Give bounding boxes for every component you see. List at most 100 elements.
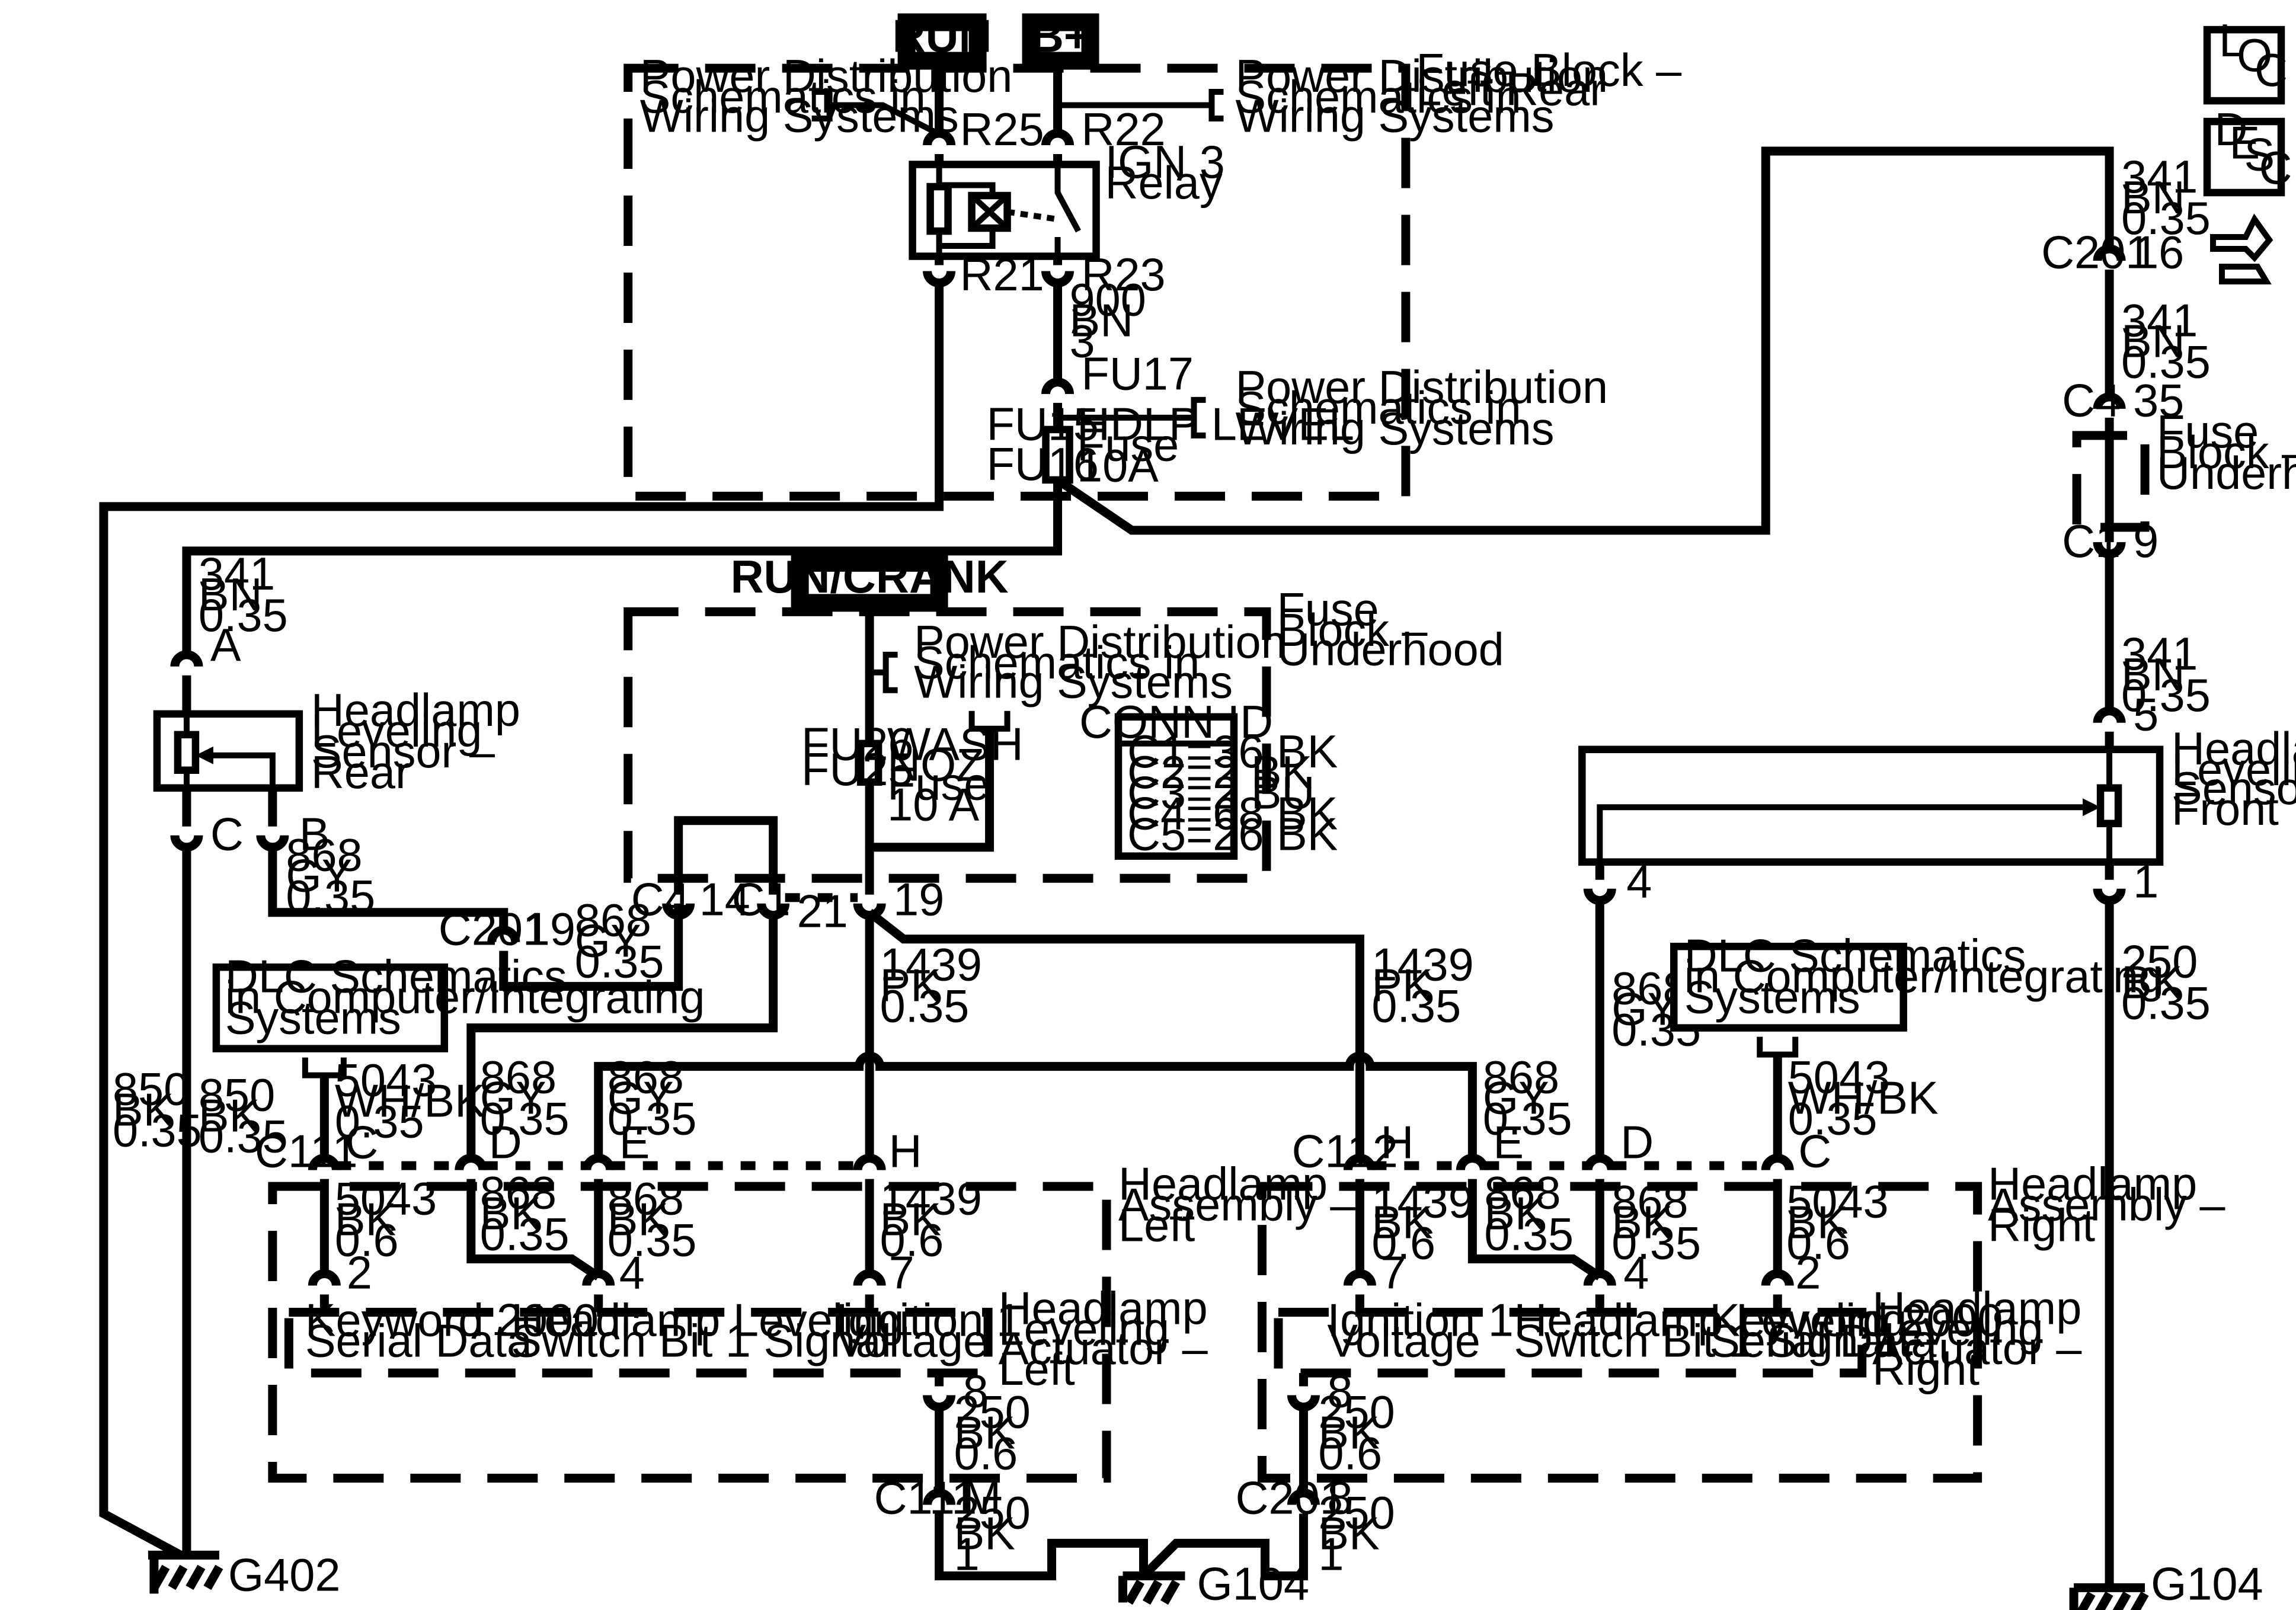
svg-text:0.35: 0.35 xyxy=(1483,1094,1572,1145)
svg-text:1439: 1439 xyxy=(880,1174,982,1225)
wire-341-mid-label: 341 BN 0.35 xyxy=(2121,295,2211,388)
c111-e-wire-label: 868 GY 0.35 xyxy=(607,1052,697,1145)
svg-text:850: 850 xyxy=(199,1070,275,1121)
svg-text:Right: Right xyxy=(1988,1201,2095,1251)
svg-text:0.35: 0.35 xyxy=(607,1215,697,1266)
svg-text:1439: 1439 xyxy=(880,940,982,991)
right-pin-4: 4 xyxy=(1623,1248,1649,1299)
svg-text:RUN: RUN xyxy=(893,11,992,62)
pin-9: 9 xyxy=(2133,516,2159,567)
right-pin-7: 7 xyxy=(1380,1248,1406,1299)
wire-341-low-label: 341 BN 0.35 xyxy=(2121,629,2211,721)
headlamp-assembly-left-outline xyxy=(268,1182,1111,1483)
svg-text:Serial Data: Serial Data xyxy=(305,1316,533,1367)
svg-text:Voltage: Voltage xyxy=(836,1316,989,1367)
svg-text:BK: BK xyxy=(954,1508,1015,1559)
svg-text:0.6: 0.6 xyxy=(880,1215,944,1266)
svg-text:0.35: 0.35 xyxy=(1611,1218,1701,1269)
fuse-block-underhood-outline xyxy=(623,607,1271,883)
g104-mid-label: G104 xyxy=(1197,1558,1309,1609)
right-pin-2: 2 xyxy=(1795,1248,1821,1299)
wire-250-front-label: 250 BK 0.35 xyxy=(2121,937,2211,1029)
pin-r23: R23 xyxy=(1082,249,1166,300)
svg-text:Relay: Relay xyxy=(1105,158,1223,209)
c201-left: C201 xyxy=(439,904,548,955)
svg-text:CONN ID: CONN ID xyxy=(1079,697,1273,748)
pin-14: 14 xyxy=(699,875,750,926)
svg-text:850: 850 xyxy=(113,1064,189,1115)
svg-text:5043: 5043 xyxy=(335,1174,437,1225)
svg-text:1439: 1439 xyxy=(1371,1177,1473,1228)
svg-text:E: E xyxy=(2230,118,2260,169)
assembly-right-w2: 868 BK 0.35 xyxy=(1484,1168,1574,1260)
svg-text:0.35: 0.35 xyxy=(286,872,375,923)
loc-icon[interactable]: L O C xyxy=(2203,15,2288,105)
svg-text:250: 250 xyxy=(1318,1487,1395,1538)
svg-text:BK: BK xyxy=(880,1195,941,1246)
svg-text:Actuator –: Actuator – xyxy=(1872,1323,2082,1374)
svg-text:BK: BK xyxy=(1611,1198,1673,1249)
svg-text:Voltage: Voltage xyxy=(1327,1316,1480,1367)
desc-icon[interactable]: D E S C xyxy=(2203,104,2292,197)
svg-text:5043: 5043 xyxy=(335,1055,437,1106)
svg-text:Assembly –: Assembly – xyxy=(1988,1180,2225,1231)
svg-text:C2=2 BK: C2=2 BK xyxy=(1127,747,1312,798)
svg-text:0.35: 0.35 xyxy=(2121,670,2211,721)
svg-text:868: 868 xyxy=(480,1168,557,1219)
actuator-right-outline xyxy=(1274,1308,1867,1378)
actuator-left-outline xyxy=(284,1308,993,1378)
left-pin-4: 4 xyxy=(619,1248,645,1299)
svg-text:BK: BK xyxy=(1318,1508,1379,1559)
pin-fu16: FU16 xyxy=(987,439,1099,490)
pin-4-front: 4 xyxy=(1626,857,1652,908)
svg-text:Headlamp: Headlamp xyxy=(311,685,520,736)
pin-1-front: 1 xyxy=(2133,857,2159,908)
svg-text:1: 1 xyxy=(1318,1529,1344,1580)
actuator-right-label: Headlamp Leveling Actuator – Right xyxy=(1872,1283,2082,1395)
actuator-right-ignition: Ignition 1 Voltage xyxy=(1327,1295,1513,1367)
svg-text:250: 250 xyxy=(954,1387,1031,1438)
exploded-arrow-icon[interactable] xyxy=(2210,213,2273,284)
svg-text:GY: GY xyxy=(607,1073,674,1124)
svg-text:0.35: 0.35 xyxy=(199,590,288,641)
pin-r25: R25 xyxy=(960,104,1044,155)
g402-label: G402 xyxy=(228,1550,341,1601)
svg-text:Fuse: Fuse xyxy=(1277,584,1379,635)
svg-text:0.35: 0.35 xyxy=(607,1094,697,1145)
svg-text:0.35: 0.35 xyxy=(880,981,970,1032)
svg-text:341: 341 xyxy=(199,549,275,600)
c112-pin-h: H xyxy=(1380,1118,1414,1169)
svg-text:BK: BK xyxy=(954,1407,1015,1458)
svg-text:BN: BN xyxy=(2121,316,2185,367)
left-pin-7: 7 xyxy=(889,1248,914,1299)
svg-text:B+: B+ xyxy=(1031,11,1091,62)
wire-850-a-label: 850 BK 0.35 xyxy=(113,1064,202,1157)
pin-fu26: FU26 xyxy=(801,719,913,770)
fuse-block-underhood-label: Fuse Block – Underhood xyxy=(1277,584,1504,675)
svg-text:Left Rear: Left Rear xyxy=(1416,65,1605,116)
svg-text:0.35: 0.35 xyxy=(199,1112,288,1163)
fuse-block-left-rear-outline xyxy=(623,63,1411,501)
assembly-left-w2: 868 BK 0.35 xyxy=(480,1168,570,1260)
svg-text:0.6: 0.6 xyxy=(1318,1428,1382,1479)
svg-text:868: 868 xyxy=(575,895,651,946)
conn-id-table: CONN ID C1=36 BK C2=2 BK C3=2 BU C4=68 B… xyxy=(1079,697,1338,860)
svg-text:Headlamp Leveling: Headlamp Leveling xyxy=(1514,1295,1907,1346)
svg-text:C: C xyxy=(2255,45,2288,96)
svg-text:Wiring Systems: Wiring Systems xyxy=(1235,404,1554,454)
ign3-relay-label: IGN 3 Relay xyxy=(1105,137,1225,209)
pin-19: 19 xyxy=(893,875,944,926)
pin-fu15: FU15 xyxy=(987,399,1099,450)
assembly-right-w4: 5043 BK 0.6 xyxy=(1786,1177,1888,1269)
assembly-left-w1: 5043 BK 0.6 xyxy=(335,1174,437,1266)
ground-g104-mid xyxy=(1118,1571,1185,1605)
c201-left-wire-label: 868 GY 0.35 xyxy=(575,895,664,988)
svg-text:Systems: Systems xyxy=(225,993,401,1044)
svg-text:Serial Data: Serial Data xyxy=(1709,1316,1937,1367)
right-pin-8: 8 xyxy=(1327,1366,1352,1417)
c112-pin-e: E xyxy=(1493,1118,1524,1169)
svg-text:Power Distribution: Power Distribution xyxy=(1235,362,1608,413)
pin-5: 5 xyxy=(2133,689,2159,740)
wire-868-rear-label: 868 GY 0.35 xyxy=(286,830,375,923)
pd-ref-relay-left: Power Distribution Schematics in Wiring … xyxy=(640,51,1013,142)
